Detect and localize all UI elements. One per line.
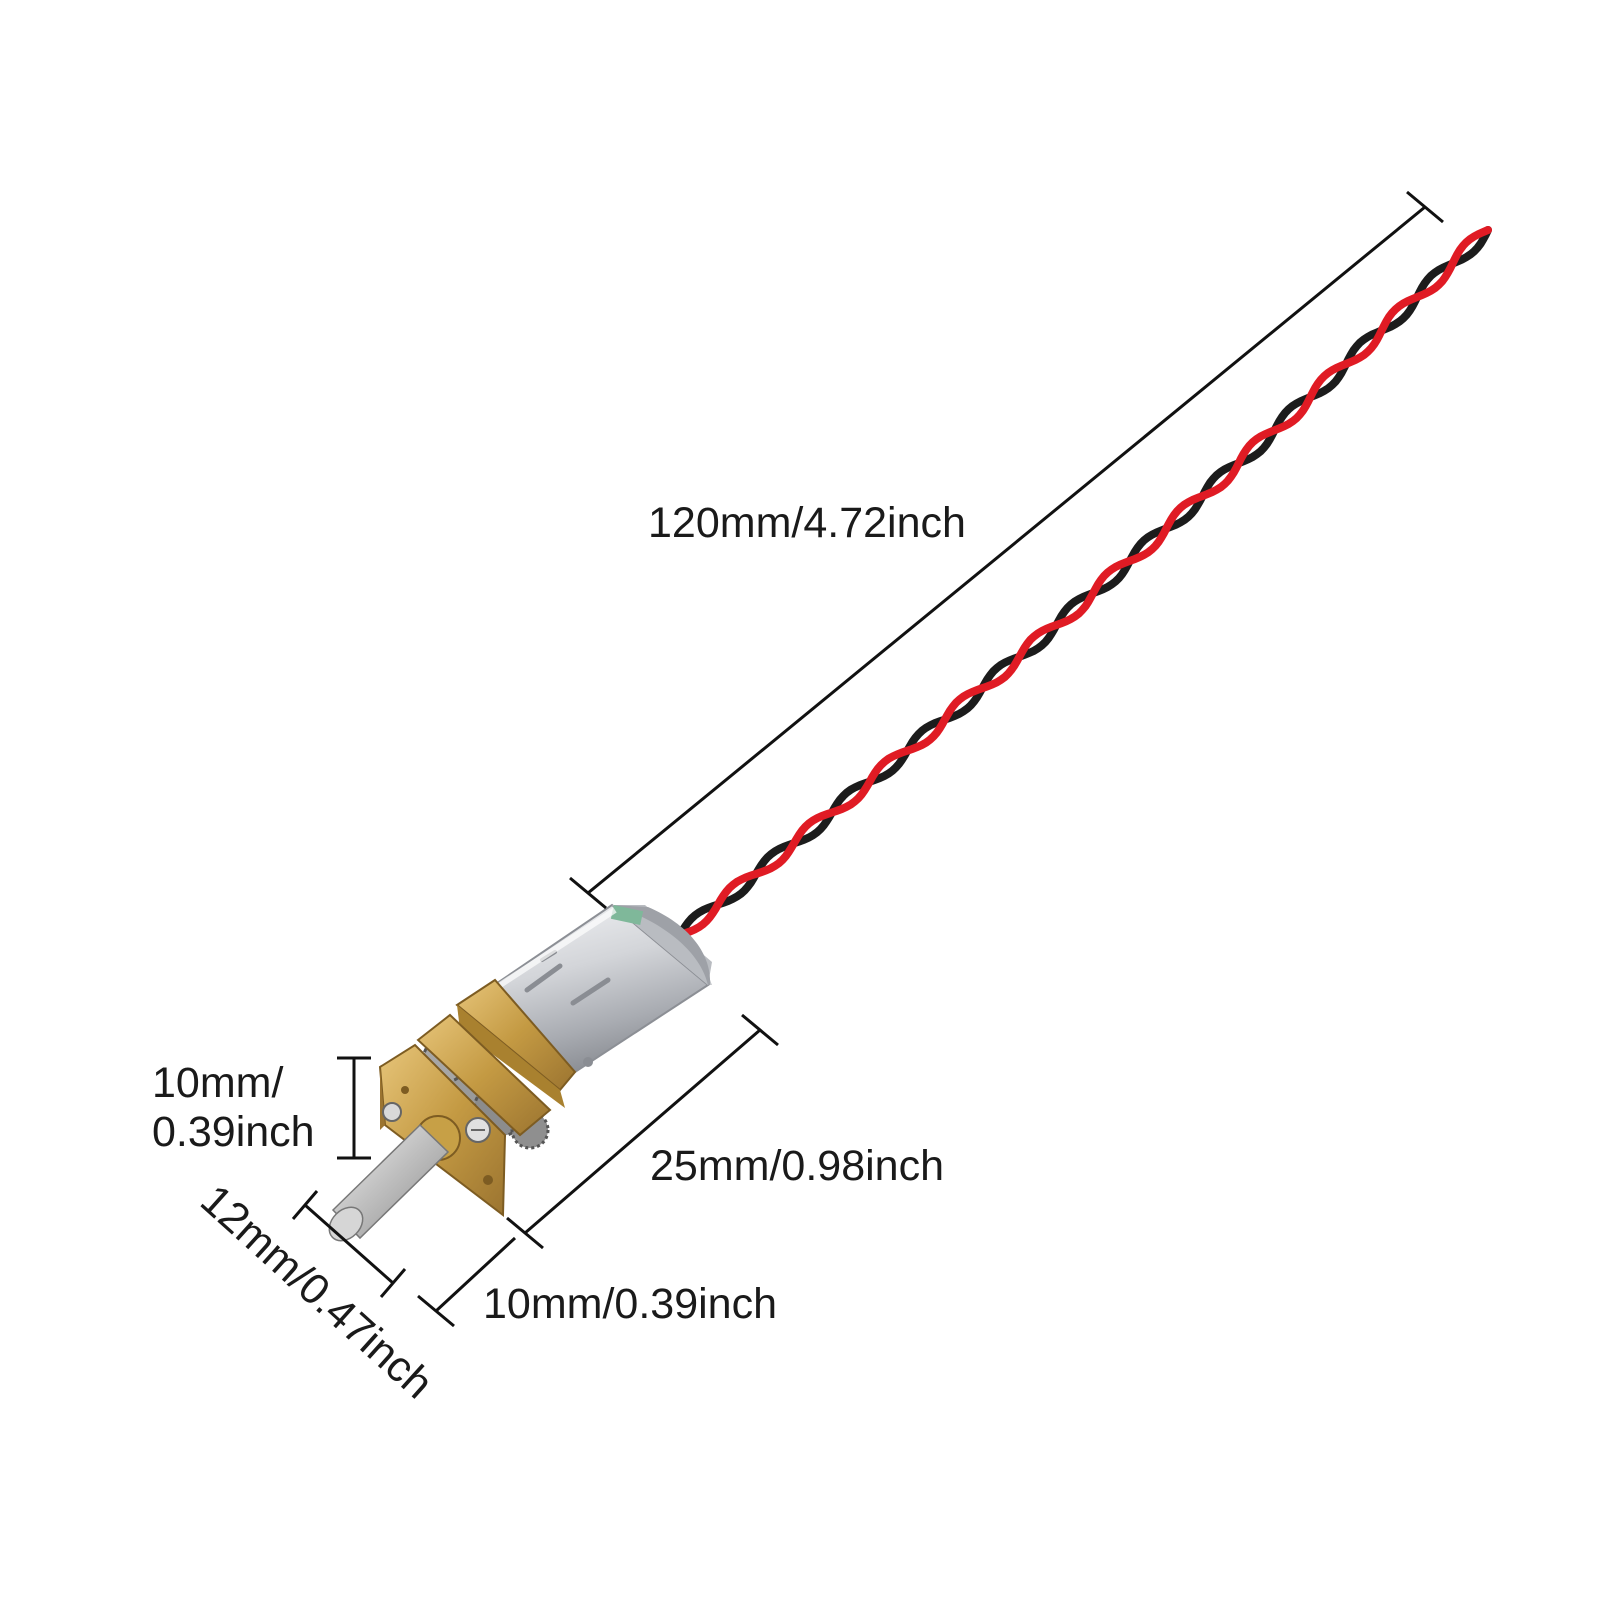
wire-length-dimension-line [569,190,1444,910]
motor-can [485,903,712,1074]
body-length-label: 25mm/0.98inch [650,1142,944,1190]
gearbox [378,978,577,1217]
height-label-line1: 10mm/ [152,1059,283,1107]
shaft-length-label: 12mm/0.47inch [191,1176,442,1408]
twisted-wire [676,226,1492,939]
gearbox-length-label: 10mm/0.39inch [483,1280,777,1328]
height-label-line2: 0.39inch [152,1108,315,1156]
red-wire [676,226,1492,939]
wire-length-label: 120mm/4.72inch [648,499,966,547]
shaft-length-dimension-line [291,1190,407,1298]
output-shaft [328,1123,450,1242]
micro-gear-motor [328,903,712,1242]
height-dimension-line [337,1056,371,1160]
gearbox-length-dimension-line [417,1236,517,1328]
dimension-lines [291,190,1444,1328]
body-length-dimension-line [506,1013,779,1250]
